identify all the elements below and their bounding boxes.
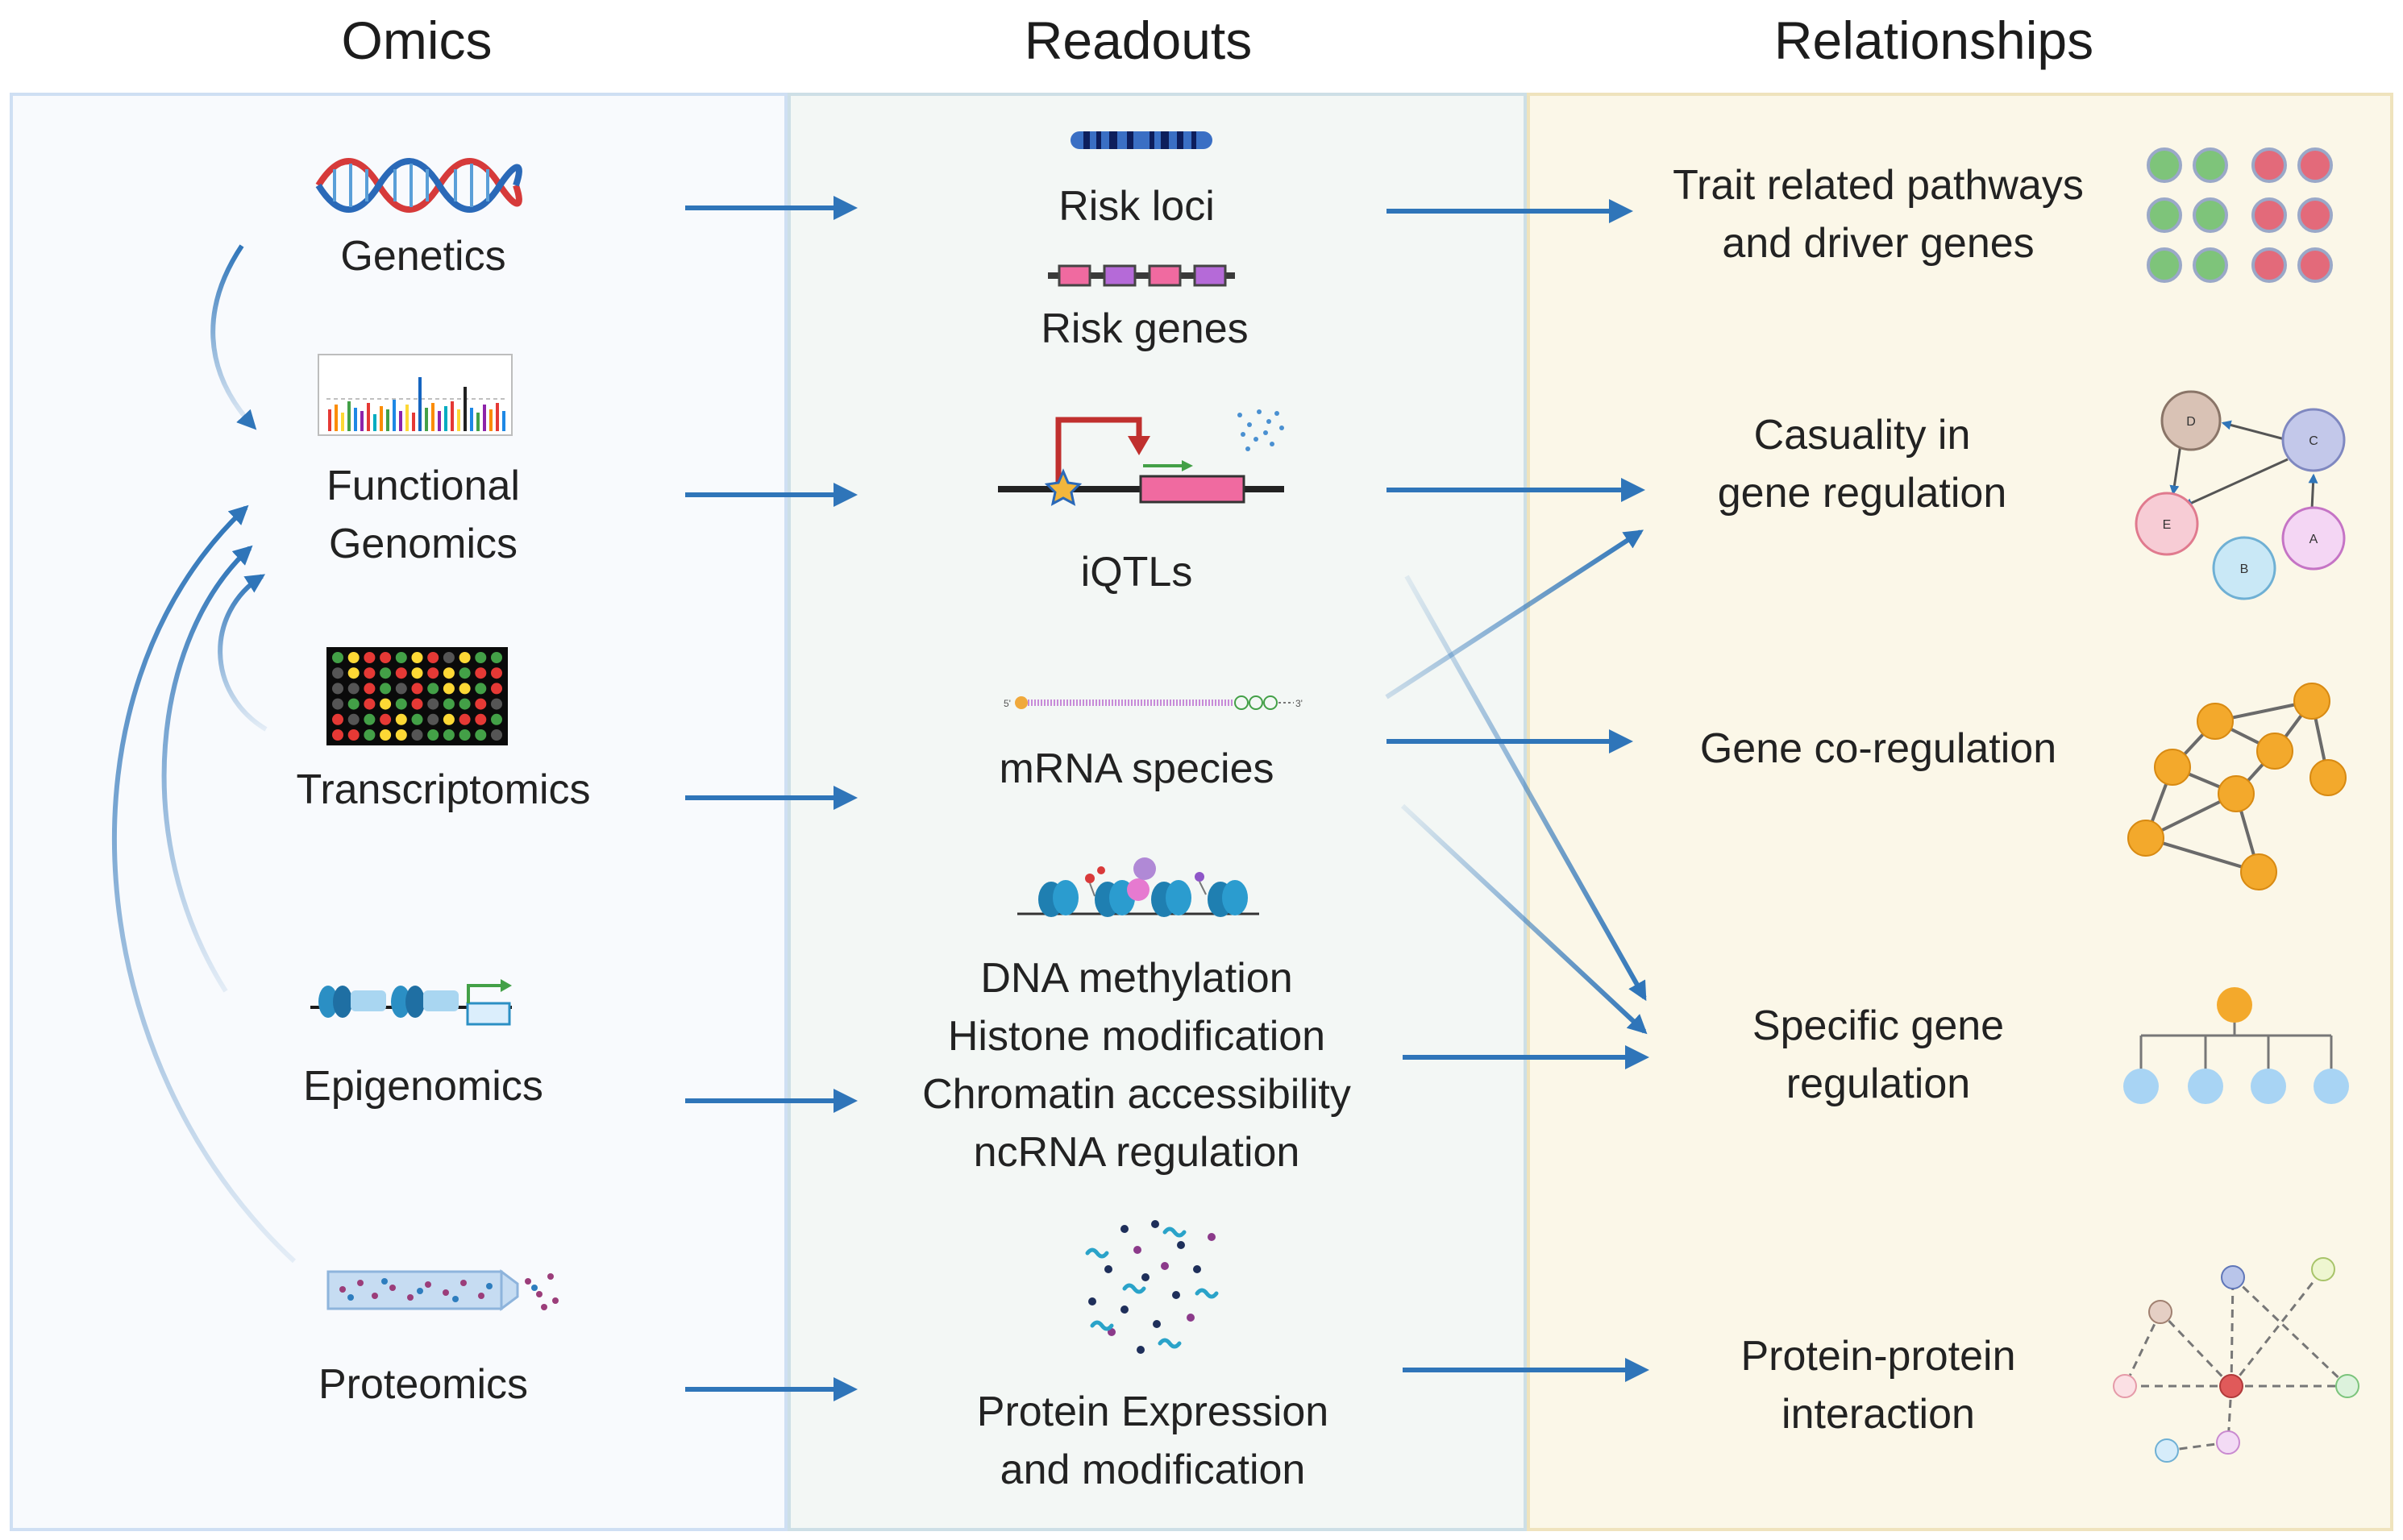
omics-label-transcriptomics: Transcriptomics — [296, 766, 591, 813]
causal-node-c: C — [2309, 434, 2318, 448]
gene-blocks-icon — [1048, 264, 1235, 287]
arrow-genetics-to-functional — [210, 244, 257, 430]
svg-text:5': 5' — [1004, 698, 1011, 709]
arrows-omics-to-readouts — [685, 196, 858, 1401]
causal-node-b: B — [2240, 562, 2249, 576]
microarray-icon — [326, 647, 508, 745]
mrna-icon: 5' 3' — [1004, 695, 1303, 710]
dna-icon — [315, 158, 522, 213]
ppi-network-icon — [2113, 1257, 2359, 1463]
column-header-omics: Omics — [341, 10, 493, 70]
arrow-proteomics-to-functional — [111, 504, 297, 1264]
dot-grid-icon — [2147, 147, 2333, 283]
omics-label-proteomics: Proteomics — [318, 1361, 529, 1408]
relationship-label-ppi: Protein-protein interaction — [1740, 1333, 2016, 1438]
omics-label-epigenomics: Epigenomics — [303, 1063, 543, 1110]
column-header-relationships: Relationships — [1773, 10, 2094, 70]
relationship-label-pathways: Trait related pathways and driver genes — [1673, 162, 2084, 267]
readout-label-risk-loci: Risk loci — [1058, 183, 1215, 230]
column-header-readouts: Readouts — [1024, 10, 1253, 70]
arrows-readouts-to-relationships — [1385, 199, 1649, 1382]
tree-icon — [2123, 987, 2349, 1104]
relationship-label-specific-regulation: Specific gene regulation — [1752, 1002, 2005, 1107]
chromosome-icon — [1071, 131, 1212, 149]
promoter-gene-icon — [998, 409, 1284, 506]
arrow-mrna-to-causality — [1385, 529, 1644, 699]
protein-dots-icon — [1085, 1220, 1219, 1354]
nucleosome-icon — [310, 979, 512, 1026]
omics-label-genetics: Genetics — [340, 233, 506, 280]
coregulation-network-icon — [2127, 683, 2347, 890]
causal-graph-icon: D C E B A — [2135, 390, 2346, 600]
relationship-label-causality: Casuality in gene regulation — [1717, 412, 2007, 517]
chromatin-icon — [1017, 857, 1259, 917]
mass-spec-tube-icon — [326, 1269, 559, 1311]
readout-label-iqtls: iQTLs — [1080, 549, 1193, 596]
causal-node-e: E — [2163, 518, 2172, 532]
arrow-iqtls-to-specific — [1404, 575, 1647, 1002]
arrow-epigenomics-to-functional — [161, 545, 253, 993]
readout-label-mrna-species: mRNA species — [999, 745, 1274, 792]
causal-node-d: D — [2186, 415, 2196, 429]
arrow-transcriptomics-to-functional — [218, 574, 268, 732]
omics-label-functional-genomics: Functional Genomics — [326, 463, 520, 567]
causal-node-a: A — [2309, 533, 2318, 546]
readout-label-epigenetic-marks: DNA methylation Histone modification Chr… — [922, 955, 1351, 1176]
arrow-mrna-to-specific — [1400, 803, 1648, 1035]
readout-label-risk-genes: Risk genes — [1041, 305, 1249, 352]
readout-label-protein-expression: Protein Expression and modification — [976, 1388, 1329, 1493]
relationship-label-coregulation: Gene co-regulation — [1699, 725, 2057, 772]
manhattan-plot-icon — [318, 354, 513, 436]
arrows-feedback — [111, 244, 297, 1264]
svg-text:3': 3' — [1295, 698, 1303, 709]
readouts-panel — [788, 93, 1527, 1531]
